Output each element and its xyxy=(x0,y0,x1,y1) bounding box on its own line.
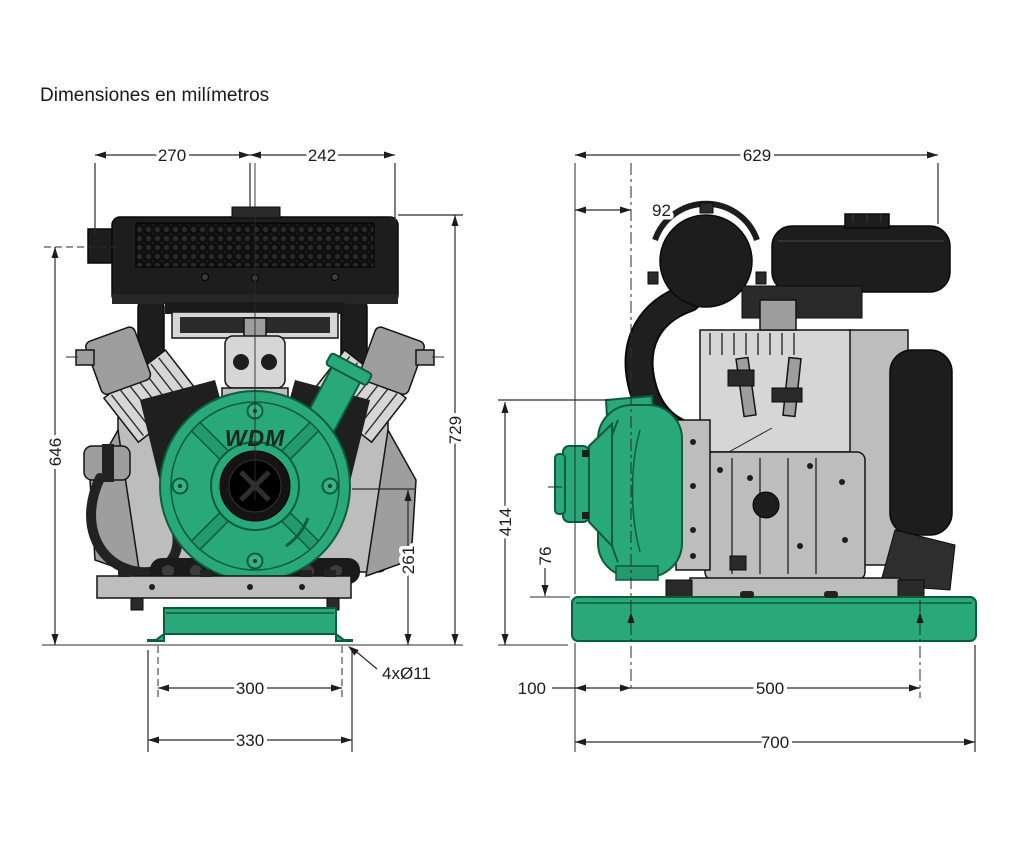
fuel-tank xyxy=(741,213,951,319)
engine-side xyxy=(699,299,956,591)
spark-plug-left xyxy=(75,349,95,366)
dim-92: 92 xyxy=(652,201,671,220)
blower-housing xyxy=(889,349,953,536)
fuel-hose xyxy=(86,473,183,578)
muffler-bracket xyxy=(231,206,281,219)
dim-646: 646 xyxy=(46,438,65,466)
crankcase xyxy=(704,451,866,581)
spark-plug-right xyxy=(415,349,435,366)
valve-cover-right xyxy=(358,326,425,395)
dim-270: 270 xyxy=(158,146,186,165)
oil-cap xyxy=(752,491,780,519)
base-foot-left xyxy=(147,632,165,642)
dim-414: 414 xyxy=(496,508,515,536)
air-cleaner xyxy=(659,214,753,308)
dim-700: 700 xyxy=(761,733,789,752)
dim-242: 242 xyxy=(308,146,336,165)
mounting-rail-front xyxy=(96,570,352,611)
front-view-dimensions: 270 242 646 729 261 300 330 xyxy=(42,143,469,754)
base-bolt xyxy=(740,591,754,598)
muffler xyxy=(87,206,399,304)
valve-cover-left xyxy=(85,326,152,395)
dim-729: 729 xyxy=(446,416,465,444)
dim-330: 330 xyxy=(236,731,264,750)
dim-100: 100 xyxy=(518,679,546,698)
mounting-rail-side xyxy=(665,577,925,599)
base-bolt xyxy=(824,591,838,598)
dim-261: 261 xyxy=(399,546,418,574)
suction-flange xyxy=(562,445,590,523)
side-view-dimensions: 629 92 414 76 100 500 xyxy=(493,143,976,756)
base-foot-right xyxy=(335,632,353,642)
dim-holes-note: 4xØ11 xyxy=(382,664,431,683)
dim-76: 76 xyxy=(536,547,555,566)
base-side xyxy=(571,591,977,642)
dim-500: 500 xyxy=(756,679,784,698)
dim-629: 629 xyxy=(743,146,771,165)
sheet-title: Dimensiones en milímetros xyxy=(40,85,269,106)
side-view xyxy=(548,200,977,642)
dim-300: 300 xyxy=(236,679,264,698)
pump-side xyxy=(548,394,711,581)
base-front xyxy=(147,607,353,642)
vibration-damper xyxy=(130,597,144,611)
drain-bolt xyxy=(729,555,747,571)
